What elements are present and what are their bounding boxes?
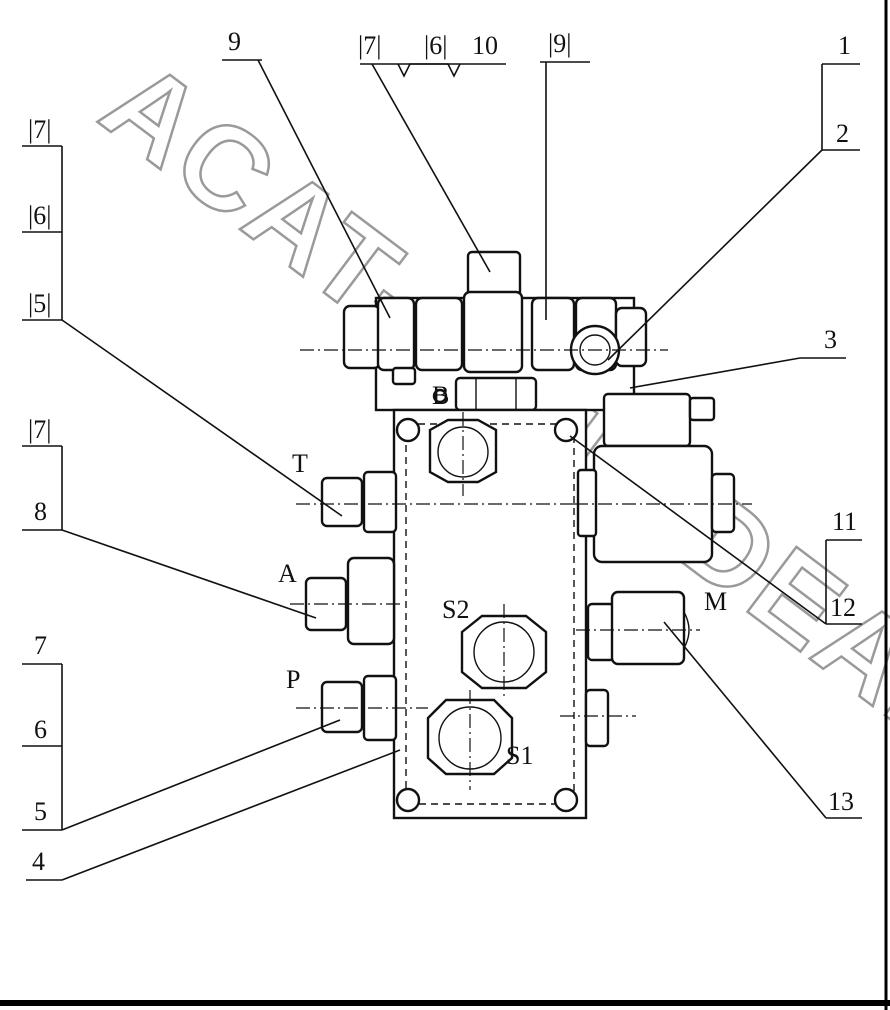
callout-5-left: |5| xyxy=(28,289,51,318)
upper-nut-3 xyxy=(462,290,524,374)
callout-6-top: |6| xyxy=(424,31,447,60)
callout-5-bottom: 5 xyxy=(34,797,47,826)
callout-1: 1 xyxy=(838,31,851,60)
port-t-nut xyxy=(320,476,364,528)
callout-7-top: |7| xyxy=(358,31,381,60)
bolt-bottom-right xyxy=(553,787,579,813)
callout-7-bottom: 7 xyxy=(34,631,47,660)
callout-2: 2 xyxy=(836,119,849,148)
callout-12: 12 xyxy=(830,593,856,622)
callout-labels: 9 |7| |6| 10 |9| 1 2 3 |7| |6| |5| |7| 8… xyxy=(28,27,857,876)
port-a-body xyxy=(346,556,396,646)
port-label-m: M xyxy=(704,587,727,616)
callout-6-left: |6| xyxy=(28,201,51,230)
leader-2 xyxy=(607,149,823,361)
leader-12 xyxy=(569,435,827,625)
callout-11: 11 xyxy=(832,507,857,536)
port-m-body xyxy=(610,590,686,666)
solenoid-connector xyxy=(602,392,692,448)
leader-4 xyxy=(61,749,401,881)
port-m-cap xyxy=(683,611,690,649)
port-label-s1: S1 xyxy=(506,741,533,770)
solenoid-side-cap xyxy=(710,472,736,534)
leader-7-6-10 xyxy=(371,63,491,273)
upper-nut-2 xyxy=(414,296,464,372)
port-label-b: B xyxy=(432,381,449,410)
callout-7-mid: |7| xyxy=(28,415,51,444)
port-label-s2: S2 xyxy=(442,595,469,624)
callout-4: 4 xyxy=(32,847,45,876)
upper-nut-1 xyxy=(376,296,416,372)
leader-9 xyxy=(257,59,391,319)
upper-nut-4 xyxy=(530,296,576,372)
callout-10: 10 xyxy=(472,31,498,60)
port-labels: B T A P M S2 S1 xyxy=(278,381,727,770)
upper-small-tab xyxy=(391,366,417,386)
upper-nut-left xyxy=(342,304,382,370)
port-label-p: P xyxy=(286,665,300,694)
plug-s1-hex xyxy=(426,698,514,776)
plug-b-hex xyxy=(428,418,498,484)
valve-assembly xyxy=(290,250,752,820)
callout-8: 8 xyxy=(34,497,47,526)
upper-fitting-inner xyxy=(579,334,611,366)
callout-7-left: |7| xyxy=(28,115,51,144)
callout-9: 9 xyxy=(228,27,241,56)
leader-b5 xyxy=(61,719,341,831)
bolt-top-left xyxy=(395,417,421,443)
solenoid-pin xyxy=(688,396,716,422)
callout-9-top: |9| xyxy=(548,29,571,58)
main-block-hidden-outline xyxy=(405,423,575,805)
port-p-nut xyxy=(320,680,364,734)
port-b-small-circle xyxy=(432,388,448,404)
top-cartridge-cap xyxy=(466,250,522,298)
port-b-nut xyxy=(454,376,538,412)
leader-13 xyxy=(663,621,827,819)
leader-l5 xyxy=(61,319,343,517)
callout-3: 3 xyxy=(824,325,837,354)
leader-3 xyxy=(629,357,801,389)
right-lower-fitting xyxy=(584,688,610,748)
port-label-a: A xyxy=(278,559,297,588)
port-m-nut xyxy=(586,602,616,662)
plug-b-inner xyxy=(437,426,489,478)
port-t-body xyxy=(362,470,398,534)
bolt-bottom-left xyxy=(395,787,421,813)
leader-7-6-10-brace xyxy=(397,63,461,78)
leader-lines xyxy=(22,59,862,881)
solenoid-back-plate xyxy=(576,468,598,538)
leader-8 xyxy=(61,529,317,619)
bolt-top-right xyxy=(553,417,579,443)
callout-6-bottom: 6 xyxy=(34,715,47,744)
port-label-t: T xyxy=(292,449,308,478)
callout-13: 13 xyxy=(828,787,854,816)
